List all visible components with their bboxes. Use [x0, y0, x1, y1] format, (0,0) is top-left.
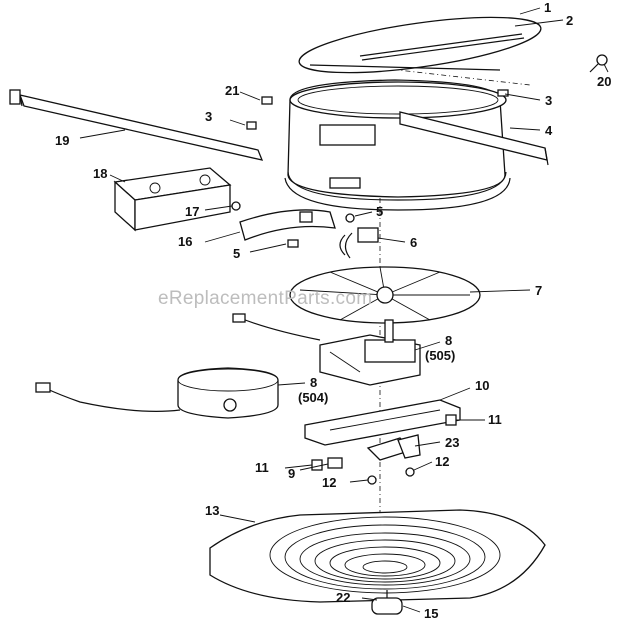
knob-15 — [371, 590, 403, 615]
callout-22: 22 — [336, 590, 350, 605]
callout-9: 9 — [288, 466, 295, 481]
callout-10: 10 — [475, 378, 489, 393]
callout-5-lower: 5 — [233, 246, 240, 261]
callout-21: 21 — [225, 83, 239, 98]
damper-plate — [298, 16, 542, 74]
watermark: eReplacementParts.com — [158, 288, 372, 309]
motor-plate-10 — [304, 399, 461, 446]
callout-18: 18 — [93, 166, 107, 181]
screws — [246, 89, 509, 130]
callout-1: 1 — [544, 0, 551, 15]
callout-3-right: 3 — [545, 93, 552, 108]
bracket-23 — [366, 434, 421, 461]
callout-4: 4 — [545, 123, 553, 138]
callout-5-upper: 5 — [376, 204, 383, 219]
receptacle-6 — [339, 227, 379, 259]
motor-504 — [35, 367, 279, 419]
callout-6: 6 — [410, 235, 417, 250]
callout-3-left: 3 — [205, 109, 212, 124]
callout-2: 2 — [566, 13, 573, 28]
callout-12-left: 12 — [322, 475, 336, 490]
callout-7: 7 — [535, 283, 542, 298]
grille-13 — [209, 509, 546, 603]
junction-box-18 — [113, 167, 232, 232]
callout-8-lower: 8 — [310, 375, 317, 390]
callout-11-left: 11 — [255, 460, 269, 475]
housing — [284, 79, 511, 211]
callout-11-right: 11 — [488, 412, 502, 427]
callout-20: 20 — [597, 74, 611, 89]
callout-504: (504) — [298, 390, 328, 405]
callout-19: 19 — [55, 133, 69, 148]
motor-505 — [232, 313, 421, 386]
callout-17: 17 — [185, 204, 199, 219]
wiring-plate-16 — [239, 209, 336, 241]
screw-17 — [231, 201, 241, 211]
callout-8-upper: 8 — [445, 333, 452, 348]
callout-13: 13 — [205, 503, 219, 518]
callout-12-right: 12 — [435, 454, 449, 469]
leader-lines — [79, 7, 609, 613]
screw-20 — [589, 54, 608, 73]
callout-505: (505) — [425, 348, 455, 363]
callout-15: 15 — [424, 606, 438, 620]
callout-23: 23 — [445, 435, 459, 450]
mounting-bracket-19 — [9, 89, 264, 161]
fan-blade-7 — [289, 266, 481, 324]
callout-16: 16 — [178, 234, 192, 249]
screws-5 — [287, 213, 355, 248]
mounting-bracket-4 — [399, 111, 549, 166]
